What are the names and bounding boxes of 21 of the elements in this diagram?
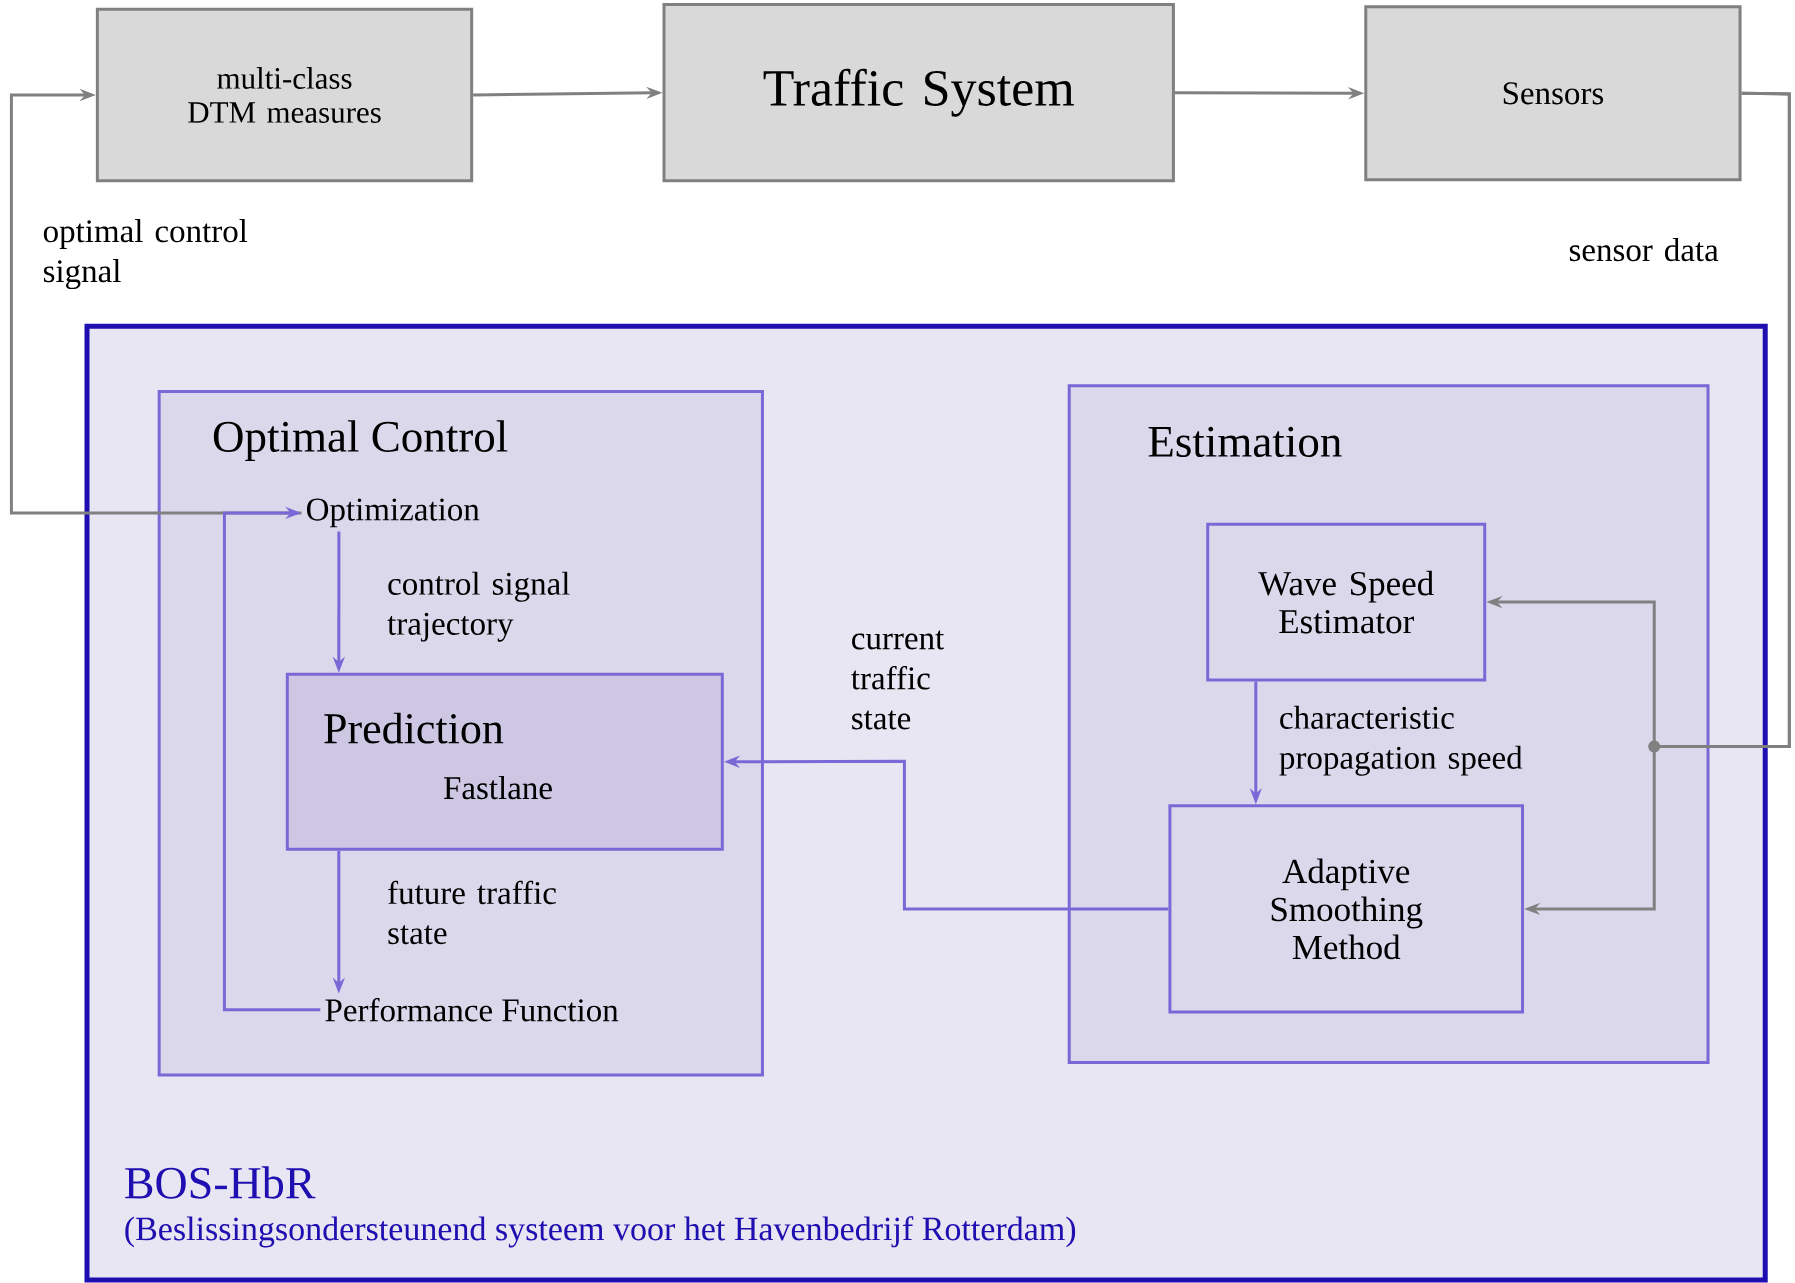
edge-label: characteristic propagation speed	[1279, 705, 1523, 776]
edge-label: optimal control signal	[43, 219, 248, 290]
heading: Estimation	[1148, 426, 1342, 457]
step-label: Optimization	[307, 498, 480, 528]
heading: Prediction	[324, 712, 504, 744]
step-label: Performance Function	[325, 997, 619, 1022]
estimator-box: Wave Speed Estimator	[1206, 522, 1487, 682]
edge-label: future traffic state	[388, 880, 556, 945]
method-box: Adaptive Smoothing Method	[1168, 804, 1524, 1014]
edge-label: control signal trajectory	[387, 571, 570, 642]
control-box: multi-class DTM measures	[95, 7, 474, 183]
heading: BOS-HbR	[125, 1166, 316, 1199]
arrow	[222, 506, 321, 1012]
model-name: Fastlane	[444, 776, 552, 800]
subtitle: (Beslissingsondersteunend systeem voor het Havenbedrijf Rotterdam)	[125, 1216, 1076, 1248]
system-box: Traffic System	[662, 3, 1175, 183]
heading: Optimal Control	[213, 420, 508, 462]
edge-label: current traffic state	[851, 630, 945, 730]
sensor-box: Sensors	[1364, 5, 1742, 182]
arrow	[9, 88, 302, 515]
edge-label: sensor data	[1569, 238, 1719, 262]
